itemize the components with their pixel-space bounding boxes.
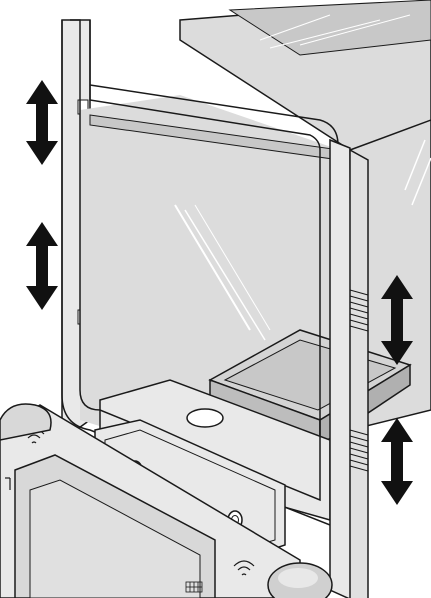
arrow-left-upper-icon [26, 80, 58, 165]
leveling-foot [267, 562, 333, 598]
keypad-mark [185, 581, 203, 593]
arrow-right-lower-icon [381, 418, 413, 505]
front-door-frame [61, 19, 353, 598]
right-door-slider [349, 148, 369, 598]
arrow-right-upper-icon [381, 275, 413, 365]
left-foot [0, 403, 52, 441]
terminal-panel [0, 404, 301, 598]
arrow-group [26, 80, 413, 505]
arrow-left-lower-icon [26, 222, 58, 310]
right-sensor-icon [233, 560, 255, 576]
